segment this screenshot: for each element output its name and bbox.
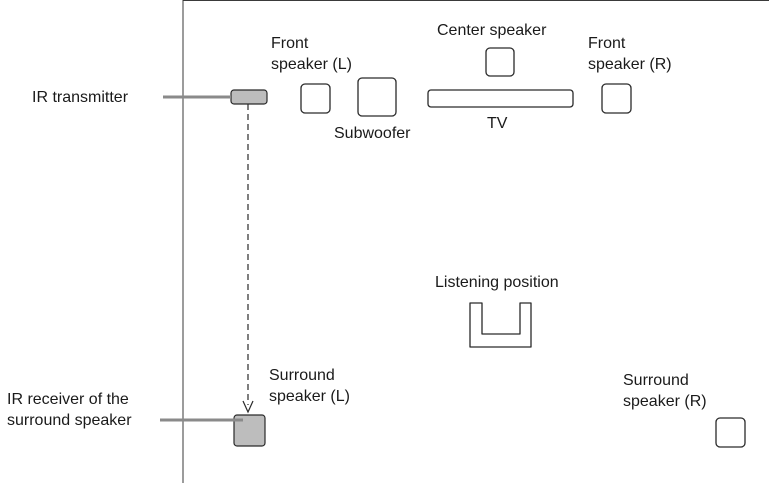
front-speaker-l bbox=[300, 83, 331, 114]
subwoofer bbox=[357, 77, 397, 117]
ir-signal-arrowhead bbox=[242, 400, 254, 414]
front-speaker-l-label: Front speaker (L) bbox=[271, 35, 352, 73]
center-speaker-label: Center speaker bbox=[437, 22, 547, 39]
surround-speaker-r-label: Surround speaker (R) bbox=[623, 372, 707, 410]
listening-position-label: Listening position bbox=[435, 274, 559, 291]
ir-receiver-label: IR receiver of the surround speaker bbox=[7, 391, 132, 429]
ir-transmitter bbox=[230, 89, 268, 105]
ir-transmitter-label: IR transmitter bbox=[32, 89, 129, 106]
center-speaker bbox=[485, 47, 515, 77]
listening-position-chair bbox=[469, 302, 532, 348]
tv-label: TV bbox=[487, 115, 508, 132]
surround-speaker-l-label: Surround speaker (L) bbox=[269, 367, 350, 405]
front-speaker-r-label: Front speaker (R) bbox=[588, 35, 672, 73]
surround-speaker-l bbox=[233, 414, 266, 447]
front-speaker-r bbox=[601, 83, 632, 114]
tv bbox=[427, 89, 574, 108]
surround-speaker-r bbox=[715, 417, 746, 448]
subwoofer-label: Subwoofer bbox=[334, 125, 411, 142]
